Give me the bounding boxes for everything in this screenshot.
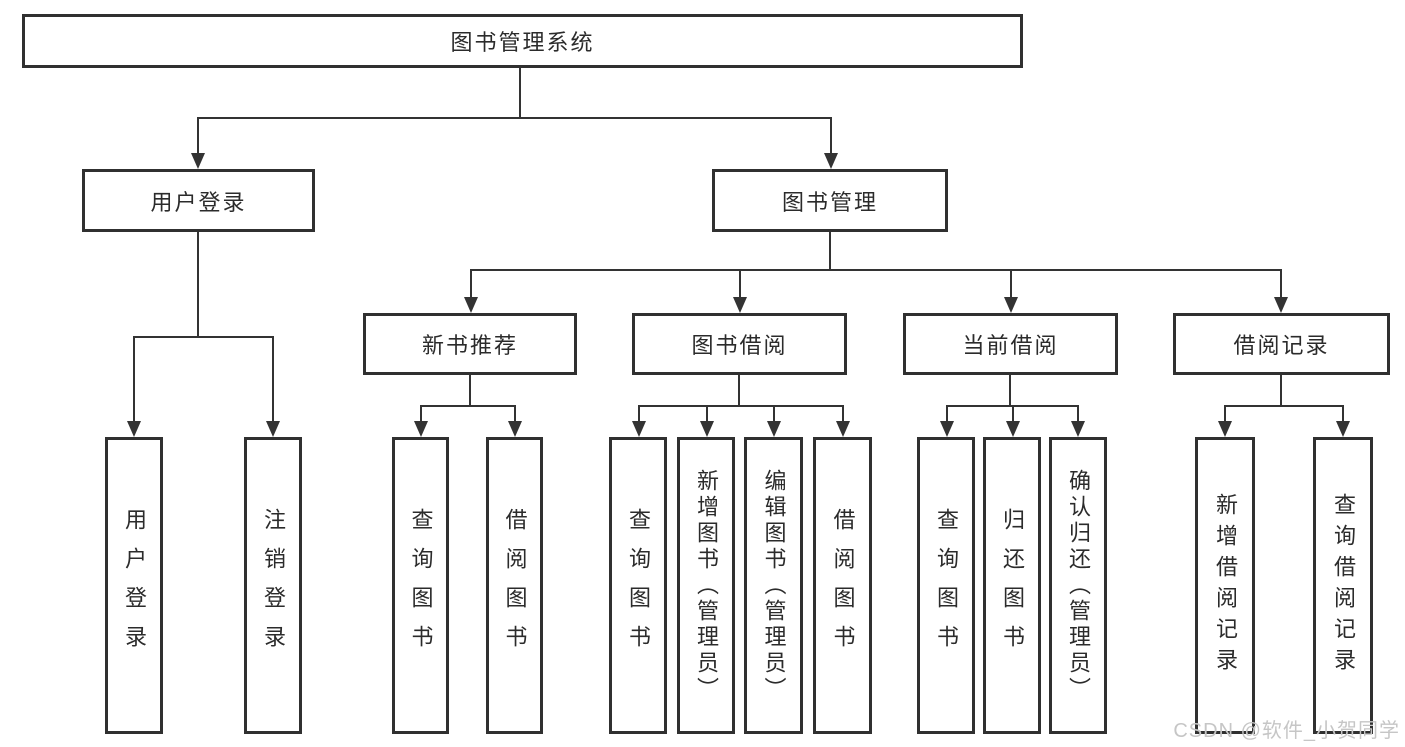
node-borrow-record: 借阅记录	[1173, 313, 1390, 375]
arrowhead-leaf-logout	[266, 421, 280, 437]
arrowhead-leaf-bb-add	[700, 421, 714, 437]
connector-drop-leaf-cb-return	[1012, 405, 1014, 421]
connector-drop-leaf-logout	[272, 336, 274, 421]
node-leaf-nb-query-label: 查询图书	[408, 507, 434, 664]
arrowhead-leaf-nb-borrow	[508, 421, 522, 437]
node-leaf-cb-query-label: 查询图书	[934, 507, 959, 664]
connector-book-mgmt-stem	[829, 232, 831, 269]
node-borrow-record-label: 借阅记录	[1233, 333, 1330, 358]
node-leaf-cb-query: 查询图书	[917, 437, 975, 734]
node-leaf-cb-confirm: 确认归还（管理员）	[1049, 437, 1107, 734]
connector-borrow-record-rail	[1224, 405, 1343, 407]
arrowhead-leaf-cb-query	[940, 421, 954, 437]
connector-drop-leaf-br-query	[1342, 405, 1344, 421]
connector-drop-leaf-bb-add	[706, 405, 708, 421]
node-leaf-cb-confirm-label: 确认归还（管理员）	[1066, 468, 1091, 703]
connector-drop-current-borrow	[1010, 269, 1012, 297]
connector-book-borrow-stem	[738, 375, 740, 405]
node-user-login-label: 用户登录	[150, 189, 247, 215]
connector-root-stem	[519, 68, 521, 117]
node-leaf-br-query: 查询借阅记录	[1313, 437, 1373, 734]
connector-drop-leaf-bb-edit	[773, 405, 775, 421]
node-leaf-user-login-label: 用户登录	[122, 507, 147, 664]
node-leaf-cb-return: 归还图书	[983, 437, 1041, 734]
node-leaf-br-add-label: 新增借阅记录	[1213, 492, 1238, 679]
node-leaf-bb-add: 新增图书（管理员）	[677, 437, 735, 734]
connector-drop-leaf-nb-borrow	[514, 405, 516, 421]
node-leaf-bb-borrow: 借阅图书	[813, 437, 872, 734]
node-leaf-bb-query: 查询图书	[609, 437, 667, 734]
arrowhead-user-login	[191, 153, 205, 169]
connector-book-borrow-rail	[638, 405, 844, 407]
connector-drop-leaf-nb-query	[420, 405, 422, 421]
node-leaf-bb-edit-label: 编辑图书（管理员）	[761, 468, 787, 703]
connector-user-login-stem	[197, 232, 199, 336]
arrowhead-current-borrow	[1004, 297, 1018, 313]
connector-borrow-record-stem	[1280, 375, 1282, 405]
node-root-label: 图书管理系统	[450, 30, 595, 55]
connector-new-book-rec-rail	[420, 405, 516, 407]
node-leaf-cb-return-label: 归还图书	[1000, 507, 1025, 664]
node-leaf-nb-borrow: 借阅图书	[486, 437, 543, 734]
node-leaf-bb-add-label: 新增图书（管理员）	[694, 468, 719, 703]
node-current-borrow: 当前借阅	[903, 313, 1118, 375]
node-leaf-nb-query: 查询图书	[392, 437, 449, 734]
node-book-mgmt: 图书管理	[712, 169, 948, 232]
arrowhead-leaf-bb-query	[632, 421, 646, 437]
node-leaf-br-query-label: 查询借阅记录	[1331, 492, 1356, 679]
node-leaf-user-login: 用户登录	[105, 437, 163, 734]
connector-drop-borrow-record	[1280, 269, 1282, 297]
csdn-watermark: CSDN @软件_小贺同学	[1173, 720, 1400, 742]
node-current-borrow-label: 当前借阅	[962, 333, 1059, 358]
node-leaf-logout: 注销登录	[244, 437, 302, 734]
node-new-book-rec: 新书推荐	[363, 313, 577, 375]
connector-drop-leaf-br-add	[1224, 405, 1226, 421]
connector-drop-leaf-bb-borrow	[842, 405, 844, 421]
node-leaf-bb-borrow-label: 借阅图书	[830, 507, 856, 664]
connector-user-login-rail	[133, 336, 274, 338]
arrowhead-book-mgmt	[824, 153, 838, 169]
connector-level2-rail	[198, 117, 832, 119]
arrowhead-leaf-bb-borrow	[836, 421, 850, 437]
connector-drop-leaf-cb-confirm	[1077, 405, 1079, 421]
node-user-login: 用户登录	[82, 169, 315, 232]
connector-drop-new-book-rec	[470, 269, 472, 297]
node-leaf-bb-edit: 编辑图书（管理员）	[744, 437, 803, 734]
arrowhead-leaf-cb-confirm	[1071, 421, 1085, 437]
node-leaf-logout-label: 注销登录	[261, 507, 286, 664]
node-leaf-br-add: 新增借阅记录	[1195, 437, 1255, 734]
connector-drop-leaf-bb-query	[638, 405, 640, 421]
node-new-book-rec-label: 新书推荐	[421, 333, 518, 358]
node-root: 图书管理系统	[22, 14, 1023, 68]
arrowhead-borrow-record	[1274, 297, 1288, 313]
connector-drop-book-mgmt	[830, 117, 832, 155]
arrowhead-leaf-br-add	[1218, 421, 1232, 437]
arrowhead-leaf-bb-edit	[767, 421, 781, 437]
node-book-borrow: 图书借阅	[632, 313, 847, 375]
node-book-mgmt-label: 图书管理	[781, 189, 878, 215]
connector-drop-leaf-cb-query	[946, 405, 948, 421]
node-leaf-bb-query-label: 查询图书	[626, 507, 651, 664]
connector-drop-book-borrow	[739, 269, 741, 297]
arrowhead-leaf-user-login	[127, 421, 141, 437]
arrowhead-leaf-br-query	[1336, 421, 1350, 437]
node-book-borrow-label: 图书借阅	[691, 333, 788, 358]
arrowhead-book-borrow	[733, 297, 747, 313]
connector-level3-rail	[470, 269, 1282, 271]
connector-new-book-rec-stem	[469, 375, 471, 405]
connector-drop-user-login	[197, 117, 199, 155]
connector-current-borrow-stem	[1009, 375, 1011, 405]
arrowhead-leaf-cb-return	[1006, 421, 1020, 437]
arrowhead-leaf-nb-query	[414, 421, 428, 437]
arrowhead-new-book-rec	[464, 297, 478, 313]
connector-drop-leaf-user-login	[133, 336, 135, 421]
node-leaf-nb-borrow-label: 借阅图书	[502, 507, 528, 664]
